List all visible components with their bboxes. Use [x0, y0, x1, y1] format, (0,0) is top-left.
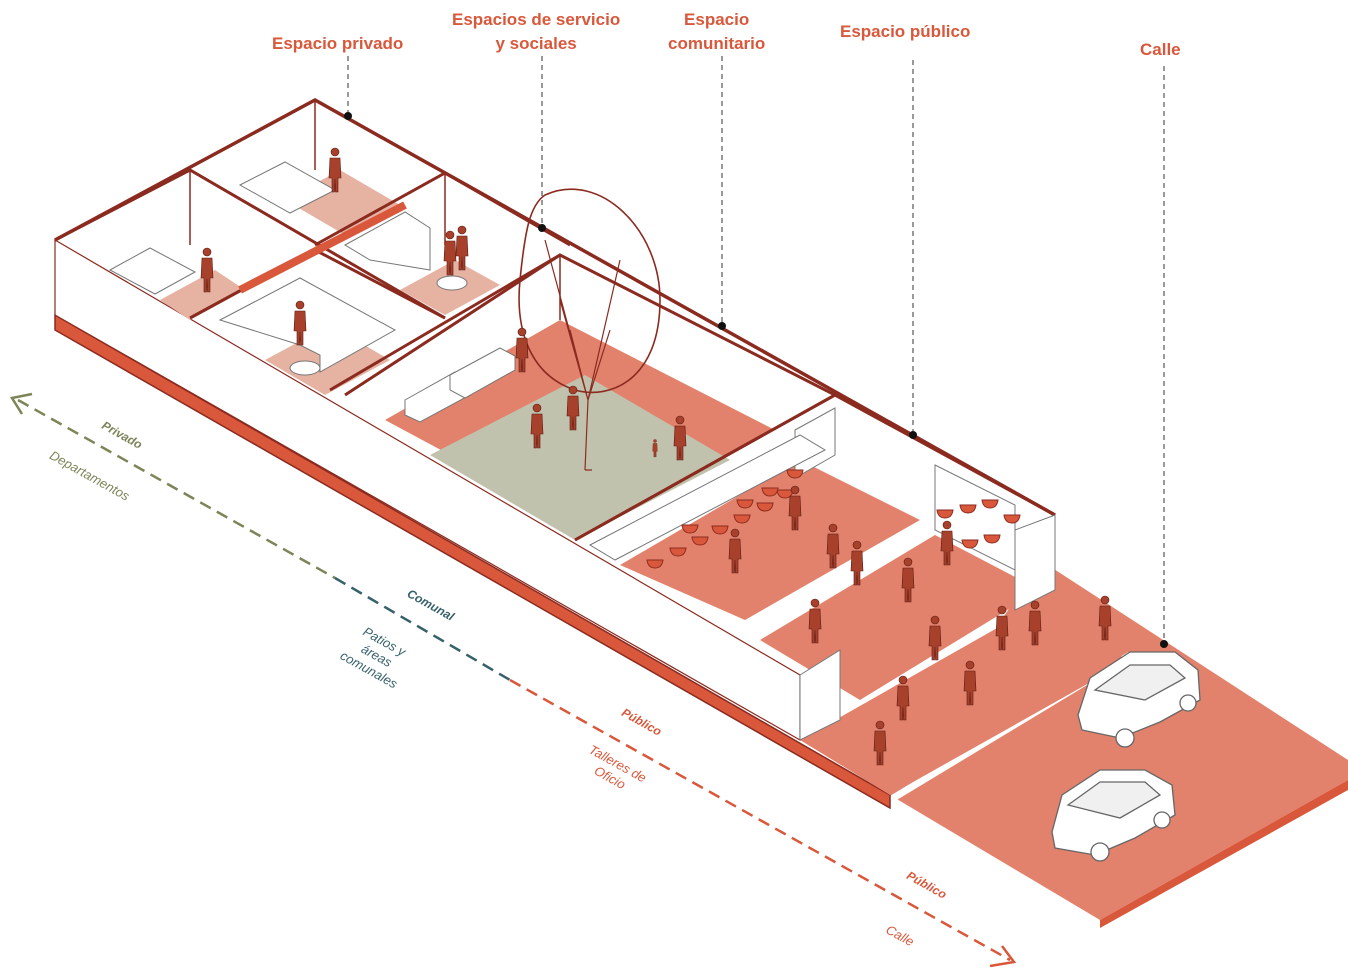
arrow-head-left-icon	[9, 392, 33, 415]
label-espacios-servicio: Espacios de servicio y sociales	[452, 8, 620, 56]
leader-lines	[347, 56, 1165, 644]
bench-2	[449, 347, 516, 399]
label-espacio-comunitario: Espacio comunitario	[668, 8, 765, 56]
patio-lawn	[430, 375, 730, 540]
kitchen-counter-2	[343, 211, 431, 271]
dining-table-1	[289, 360, 321, 376]
label-line: Espacios de servicio	[452, 10, 621, 29]
arrow-head-right-icon	[989, 945, 1017, 968]
axis-segment-publico	[509, 678, 1011, 962]
label-line: Espacio privado	[272, 34, 404, 53]
label-espacio-privado: Espacio privado	[272, 32, 403, 56]
label-line: Espacio	[684, 10, 750, 29]
car-2	[1051, 769, 1176, 862]
front-wall	[54, 238, 801, 742]
base-slab-side	[54, 313, 891, 810]
partition-walls-5	[238, 201, 407, 294]
partition-walls-6	[329, 253, 561, 392]
axis-segment-comunal	[334, 576, 511, 682]
workshop-walls	[574, 393, 1056, 542]
label-line: Calle	[1140, 40, 1181, 59]
kitchen-counter-1	[218, 277, 397, 373]
workshop-floor	[620, 460, 920, 620]
dining-table-2	[436, 275, 468, 291]
label-espacio-publico: Espacio público	[840, 20, 970, 44]
privacy-axis	[17, 398, 1011, 962]
street-edge	[1100, 780, 1348, 928]
shelf-wall	[1014, 514, 1056, 611]
entry-wall	[799, 649, 841, 741]
leader-dots	[344, 112, 1168, 648]
bedroom-floor-1	[160, 270, 245, 320]
label-calle: Calle	[1140, 38, 1181, 62]
label-line: y sociales	[495, 34, 577, 53]
workshop-counter	[588, 434, 827, 561]
tree	[518, 188, 661, 471]
label-line: Espacio público	[840, 22, 971, 41]
bed-2	[238, 161, 337, 214]
bed-1	[108, 247, 197, 295]
axis-segment-privado	[17, 398, 336, 580]
car-1	[1077, 651, 1201, 748]
label-line: comunitario	[668, 34, 766, 53]
